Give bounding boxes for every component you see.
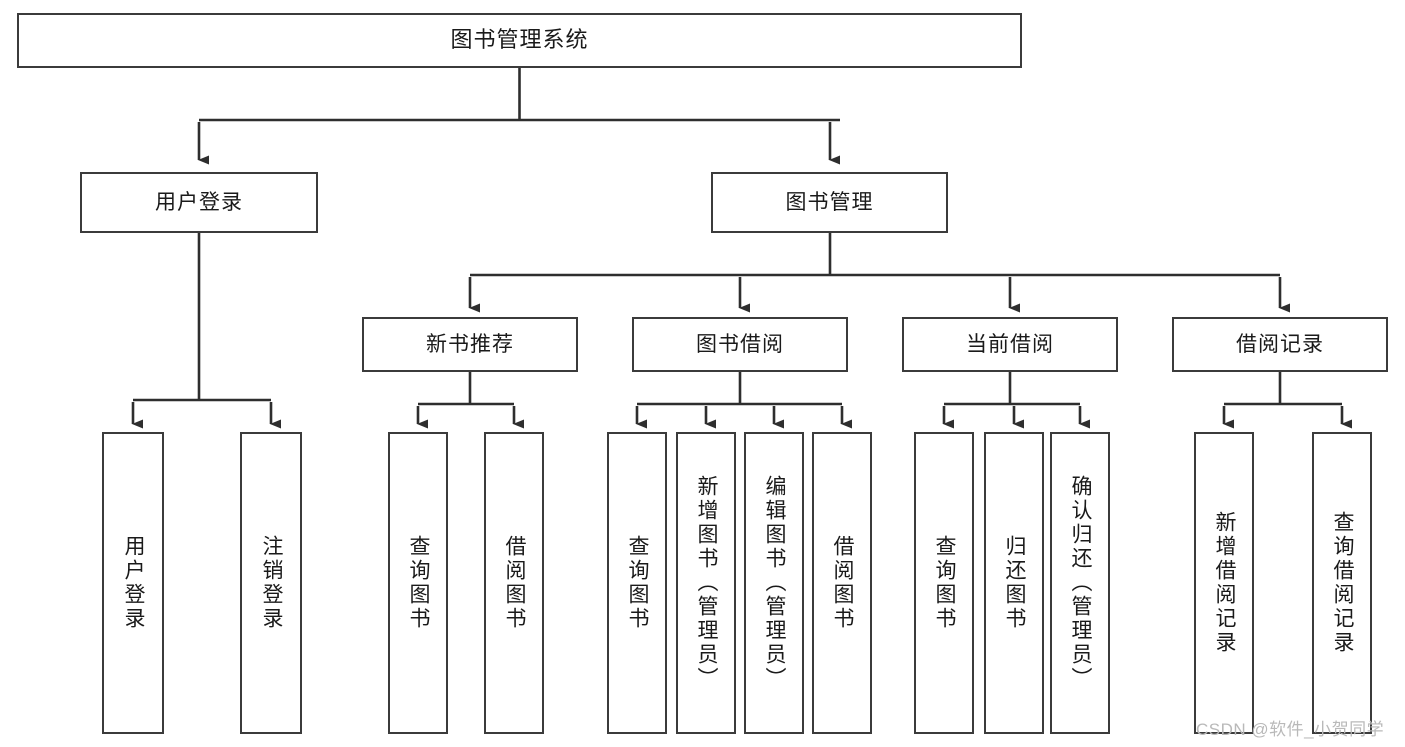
leaf-label: 借阅图书 bbox=[503, 535, 527, 631]
watermark: CSDN @软件_小贺同学 bbox=[1196, 720, 1385, 739]
node-label: 用户登录 bbox=[155, 190, 243, 214]
leaf-label: 确认归还（管理员） bbox=[1069, 475, 1093, 691]
leaf-return-book[interactable]: 归还图书 bbox=[984, 432, 1044, 734]
leaf-label: 用户登录 bbox=[122, 535, 146, 631]
leaf-query-book-borrow[interactable]: 查询图书 bbox=[607, 432, 667, 734]
leaf-add-borrow-record[interactable]: 新增借阅记录 bbox=[1194, 432, 1254, 734]
leaf-query-book-recommend[interactable]: 查询图书 bbox=[388, 432, 448, 734]
leaf-query-borrow-record[interactable]: 查询借阅记录 bbox=[1312, 432, 1372, 734]
leaf-borrow-book[interactable]: 借阅图书 bbox=[812, 432, 872, 734]
node-level1-book-management[interactable]: 图书管理 bbox=[711, 172, 948, 233]
node-level2-current-borrow[interactable]: 当前借阅 bbox=[902, 317, 1118, 372]
node-label: 图书管理 bbox=[785, 190, 874, 214]
leaf-label: 借阅图书 bbox=[831, 535, 855, 631]
leaf-edit-book-admin[interactable]: 编辑图书（管理员） bbox=[744, 432, 804, 734]
node-root-label: 图书管理系统 bbox=[450, 27, 589, 53]
leaf-borrow-book-recommend[interactable]: 借阅图书 bbox=[484, 432, 544, 734]
leaf-label: 查询借阅记录 bbox=[1331, 511, 1355, 655]
leaf-add-book-admin[interactable]: 新增图书（管理员） bbox=[676, 432, 736, 734]
node-label: 借阅记录 bbox=[1236, 332, 1324, 356]
node-label: 新书推荐 bbox=[426, 332, 514, 356]
node-label: 当前借阅 bbox=[966, 332, 1054, 356]
leaf-label: 查询图书 bbox=[626, 535, 650, 631]
leaf-label: 归还图书 bbox=[1003, 535, 1027, 631]
leaf-confirm-return-admin[interactable]: 确认归还（管理员） bbox=[1050, 432, 1110, 734]
node-level2-book-borrow[interactable]: 图书借阅 bbox=[632, 317, 848, 372]
node-root[interactable]: 图书管理系统 bbox=[17, 13, 1022, 68]
leaf-label: 新增图书（管理员） bbox=[695, 475, 719, 691]
leaf-logout[interactable]: 注销登录 bbox=[240, 432, 302, 734]
leaf-query-book-current[interactable]: 查询图书 bbox=[914, 432, 974, 734]
node-level1-user-login[interactable]: 用户登录 bbox=[80, 172, 318, 233]
leaf-label: 查询图书 bbox=[407, 535, 431, 631]
node-level2-new-book-recommend[interactable]: 新书推荐 bbox=[362, 317, 578, 372]
leaf-label: 编辑图书（管理员） bbox=[763, 475, 787, 691]
leaf-label: 新增借阅记录 bbox=[1213, 511, 1237, 655]
node-level2-borrow-record[interactable]: 借阅记录 bbox=[1172, 317, 1388, 372]
leaf-user-login[interactable]: 用户登录 bbox=[102, 432, 164, 734]
node-label: 图书借阅 bbox=[696, 332, 784, 356]
leaf-label: 注销登录 bbox=[260, 535, 284, 631]
leaf-label: 查询图书 bbox=[933, 535, 957, 631]
